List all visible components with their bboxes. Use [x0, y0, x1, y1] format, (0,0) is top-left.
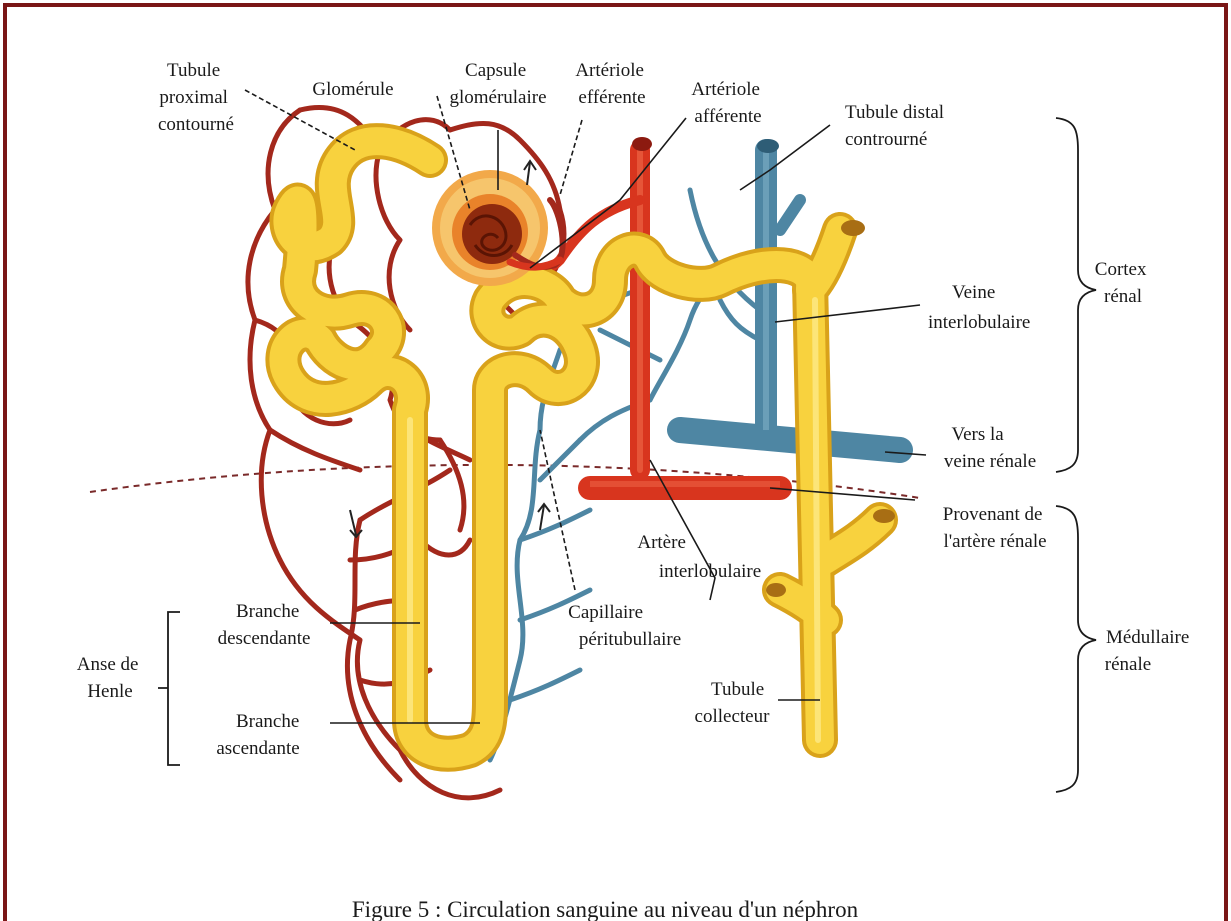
- cortex-bracket: [1056, 118, 1096, 472]
- nephron-tubules: [283, 141, 895, 754]
- label-branche-descendante: Branche descendante: [218, 601, 311, 649]
- label-tubule-distal: Tubule distal controurné: [845, 102, 949, 150]
- figure-caption: Figure 5 : Circulation sanguine au nivea…: [352, 897, 859, 921]
- label-cortex: Cortex rénal: [1095, 259, 1151, 307]
- label-arteriole-efferente: Artériole efférente: [575, 60, 648, 108]
- label-veine-interlobulaire: Veine interlobulaire: [928, 282, 1030, 333]
- label-arteriole-afferente: Artériole afférente: [691, 79, 764, 127]
- label-vers-veine-renale: Vers la veine rénale: [944, 424, 1036, 472]
- label-tubule-proximal: Tubule proximal contourné: [158, 60, 234, 135]
- label-branche-ascendante: Branche ascendante: [216, 711, 304, 759]
- label-provenant-artere: Provenant de l'artère rénale: [943, 504, 1047, 552]
- henle-bracket: [158, 612, 180, 765]
- figure-border: [5, 5, 1226, 921]
- label-anse-henle: Anse de Henle: [77, 654, 143, 702]
- medulla-bracket: [1056, 506, 1096, 792]
- label-medullaire: Médullaire rénale: [1105, 627, 1194, 675]
- label-capsule: Capsule glomérulaire: [449, 60, 546, 108]
- label-glomerule: Glomérule: [312, 79, 393, 100]
- label-tubule-collecteur: Tubule collecteur: [695, 679, 771, 727]
- label-artere-interlobulaire: Artère interlobulaire: [637, 532, 761, 582]
- label-capillaire: Capillaire péritubullaire: [568, 602, 681, 650]
